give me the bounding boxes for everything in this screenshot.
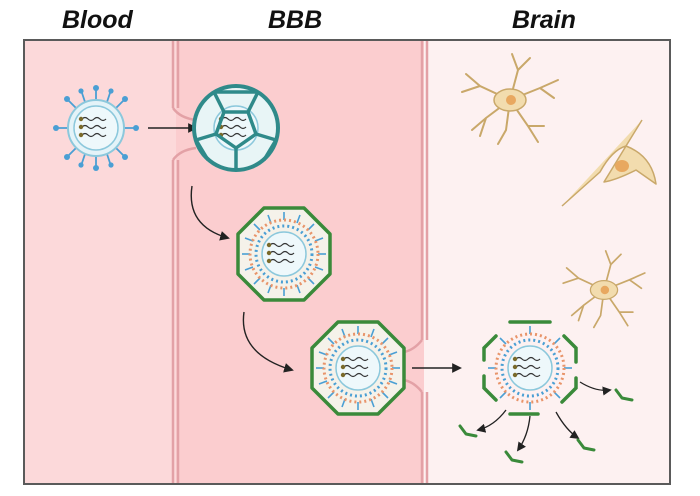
diagram-frame: [23, 39, 671, 485]
virus-particle-icon: [53, 85, 139, 171]
heading-blood: Blood: [62, 6, 133, 34]
release-arrows: [476, 381, 612, 452]
disassembling-nanoparticle-icon: [482, 320, 578, 416]
arrow-cage-to-coated: [190, 185, 230, 241]
coated-nanoparticle-exit-icon: [312, 322, 404, 414]
heading-bbb: BBB: [268, 6, 323, 34]
brain-compartment: [424, 40, 670, 484]
coated-nanoparticle-icon: [238, 208, 330, 300]
bbb-membrane: [171, 40, 429, 484]
pyramidal-cell-icon: [561, 119, 657, 207]
caged-nanoparticle-icon: [192, 84, 280, 172]
arrow-coated-to-exit: [242, 311, 294, 373]
heading-brain: Brain: [512, 6, 576, 34]
